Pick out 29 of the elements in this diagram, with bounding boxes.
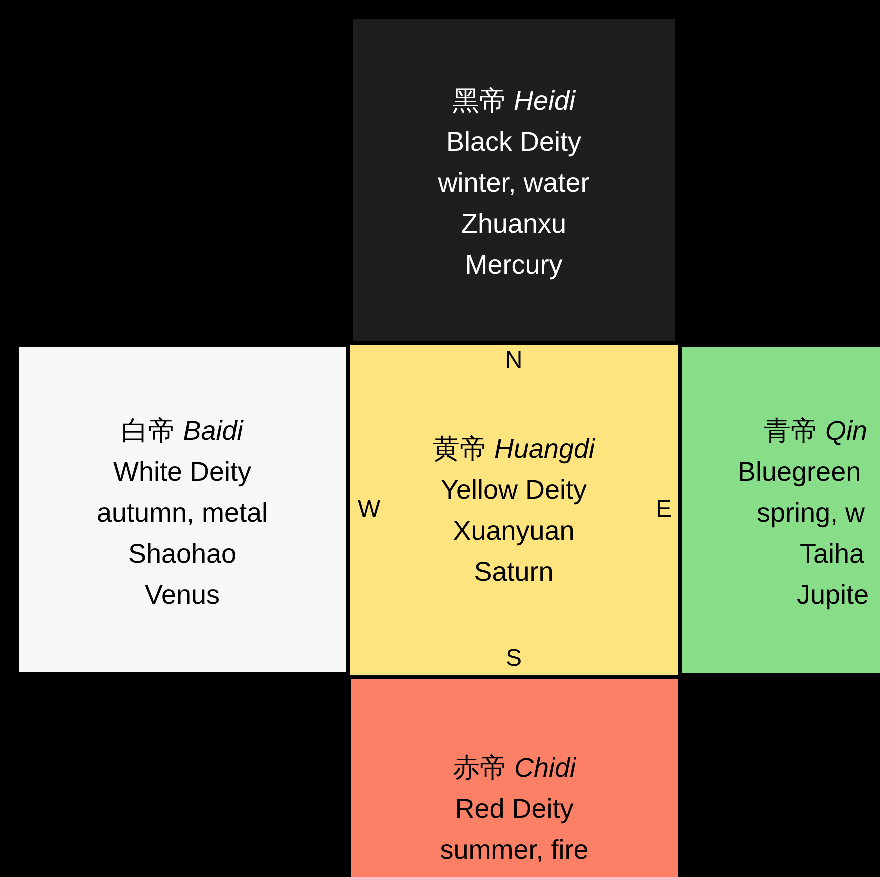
compass-direction: E [656,496,672,524]
deity-name: 白帝 Baidi [122,415,244,448]
deity-attribute: Black Deity [446,126,582,159]
deity-attribute: spring, w [757,497,866,530]
deity-attribute: Venus [144,579,220,612]
deity-attribute: Taiha [800,538,865,571]
deity-attribute: White Deity [113,456,252,489]
deity-name: 黄帝 Huangdi [432,433,596,466]
deity-attribute: Xuanyuan [453,515,575,548]
deity-name: 黑帝 Heidi [452,85,576,118]
deity-attribute: Zhuanxu [461,208,567,241]
deity-attribute: Bluegreen [738,456,862,489]
deity-attribute: Saturn [474,556,554,589]
compass-direction: W [358,496,381,524]
deity-square [351,17,677,343]
deity-attribute: Red Deity [455,793,574,826]
deity-attribute: Yellow Deity [440,474,588,507]
deity-name: 青帝 Qin [764,415,868,448]
deity-attribute: Mercury [465,249,563,282]
deity-square [17,345,348,674]
compass-direction: S [506,645,522,673]
deity-attribute: autumn, metal [96,497,268,530]
deity-square [348,343,680,677]
deity-attribute: Jupite [797,579,870,612]
deity-attribute: summer, fire [440,834,589,867]
deity-name: 赤帝 Chidi [452,752,576,785]
deity-attribute: winter, water [438,167,590,200]
compass-direction: N [505,347,523,375]
deity-attribute: Shaohao [128,538,237,571]
